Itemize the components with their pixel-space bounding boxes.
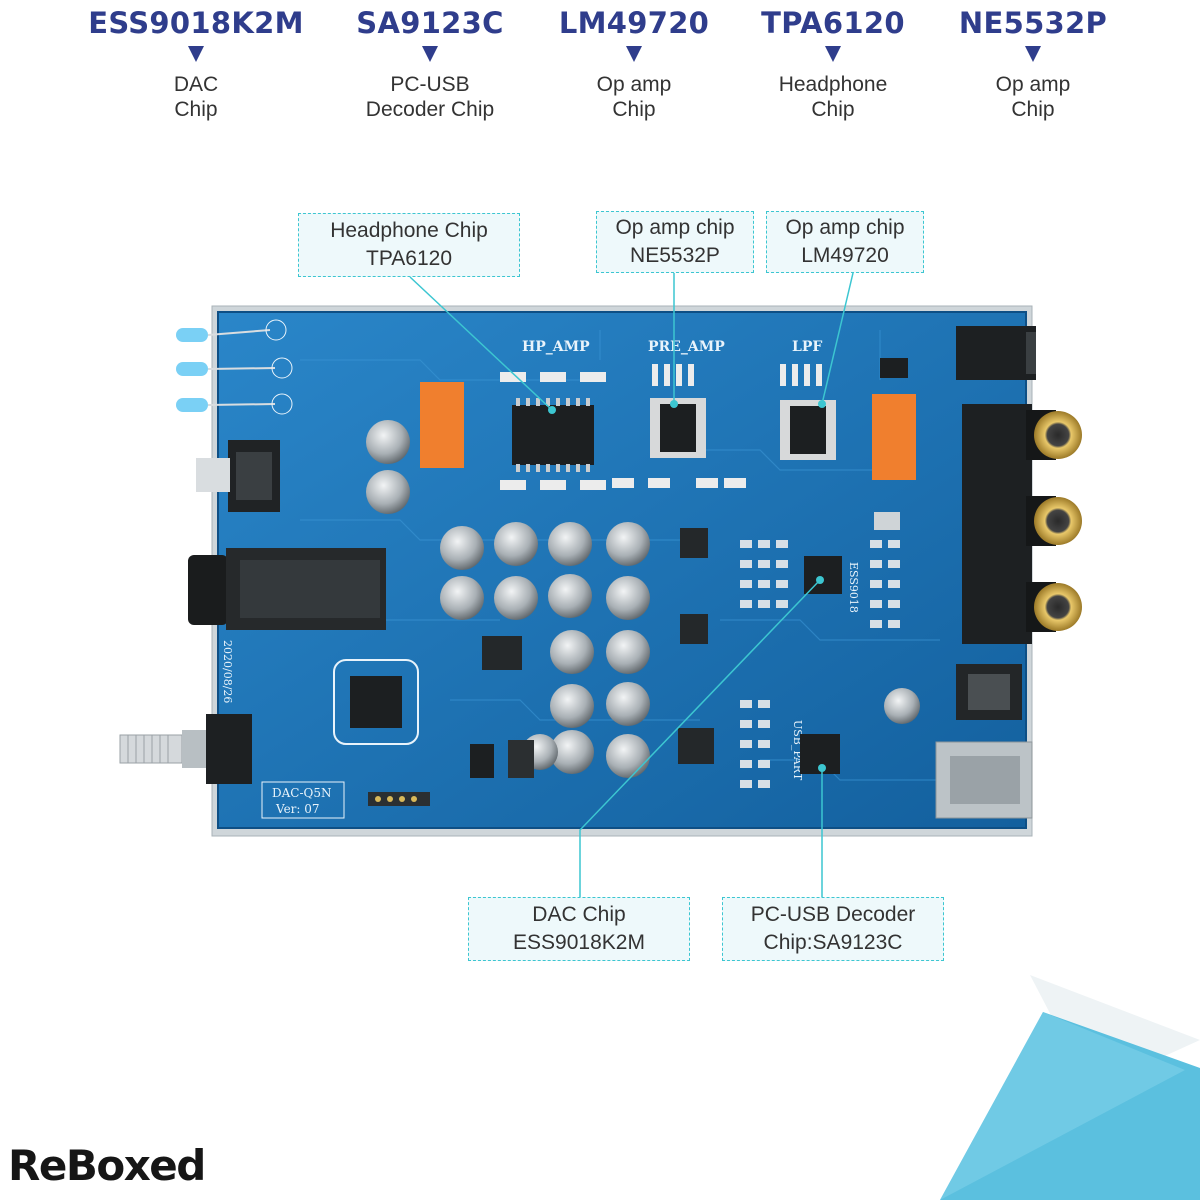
silk-model: DAC-Q5N bbox=[272, 786, 332, 800]
chip-name: LM49720 bbox=[558, 6, 710, 40]
top-label-sa9123c: SA9123C PC-USB Decoder Chip bbox=[320, 6, 540, 122]
reboxed-logo: ReBoxed bbox=[8, 1141, 206, 1190]
silk-ess: ESS9018 bbox=[847, 562, 860, 613]
chip-name: ESS9018K2M bbox=[88, 6, 304, 40]
silk-pre-amp: PRE_AMP bbox=[648, 339, 725, 355]
chip-desc: Op amp Chip bbox=[995, 73, 1071, 121]
chip-name: NE5532P bbox=[958, 6, 1108, 40]
chip-desc: Headphone Chip bbox=[778, 73, 888, 121]
callout-usb-decoder: PC-USB Decoder Chip:SA9123C bbox=[722, 897, 944, 961]
chip-name: TPA6120 bbox=[761, 6, 905, 40]
regulator bbox=[678, 728, 714, 764]
silk-version: Ver: 07 bbox=[275, 802, 320, 816]
rca-jacks bbox=[1026, 410, 1082, 632]
optical-output bbox=[956, 664, 1022, 720]
arrow-down-icon bbox=[825, 46, 841, 62]
regulator bbox=[482, 636, 522, 670]
lm49720-ic bbox=[780, 400, 836, 460]
arrow-down-icon bbox=[422, 46, 438, 62]
silk-date: 2020/08/26 bbox=[221, 640, 234, 703]
led-group bbox=[176, 319, 293, 415]
capacitor bbox=[366, 470, 410, 514]
crystal bbox=[874, 512, 900, 530]
small-ic bbox=[470, 744, 494, 778]
rca-block bbox=[962, 404, 1032, 644]
chip-desc: Op amp Chip bbox=[596, 73, 672, 121]
callout-opamp-lm49720: Op amp chip LM49720 bbox=[766, 211, 924, 273]
tpa6120-ic bbox=[512, 398, 594, 472]
small-ic bbox=[880, 358, 908, 378]
film-capacitor bbox=[420, 382, 464, 468]
volume-knob bbox=[119, 714, 252, 784]
leader-lines bbox=[409, 272, 854, 897]
arrow-down-icon bbox=[1025, 46, 1041, 62]
left-optical-jack bbox=[196, 440, 280, 512]
chip-desc: DAC Chip bbox=[173, 73, 219, 121]
film-capacitor bbox=[872, 394, 916, 480]
headphone-jack bbox=[188, 548, 386, 630]
capacitor bbox=[366, 420, 410, 464]
pin-header bbox=[368, 792, 430, 806]
smd-resistors bbox=[500, 364, 822, 490]
top-label-lm49720: LM49720 Op amp Chip bbox=[524, 6, 744, 122]
regulator bbox=[680, 528, 708, 558]
top-label-ne5532p: NE5532P Op amp Chip bbox=[923, 6, 1143, 122]
silk-hp-amp: HP_AMP bbox=[522, 339, 590, 355]
chip-desc: PC-USB Decoder Chip bbox=[365, 73, 495, 121]
callout-opamp-ne5532p: Op amp chip NE5532P bbox=[596, 211, 754, 273]
capacitor-array bbox=[440, 522, 920, 778]
smd-grid bbox=[740, 540, 900, 788]
mcu-ic bbox=[350, 676, 402, 728]
chip-name: SA9123C bbox=[356, 6, 504, 40]
callout-headphone-chip: Headphone Chip TPA6120 bbox=[298, 213, 520, 277]
callout-dac-chip: DAC Chip ESS9018K2M bbox=[468, 897, 690, 961]
dc-power-jack bbox=[956, 326, 1036, 380]
ess9018-dac-ic bbox=[804, 556, 842, 594]
top-label-tpa6120: TPA6120 Headphone Chip bbox=[723, 6, 943, 122]
top-label-ess9018k2m: ESS9018K2M DAC Chip bbox=[86, 6, 306, 122]
ne5532p-ic bbox=[650, 398, 706, 458]
usb-b-port bbox=[935, 741, 1033, 819]
regulator bbox=[680, 614, 708, 644]
arrow-down-icon bbox=[626, 46, 642, 62]
arrow-down-icon bbox=[188, 46, 204, 62]
silk-lpf: LPF bbox=[792, 339, 822, 355]
inductor bbox=[508, 740, 534, 778]
